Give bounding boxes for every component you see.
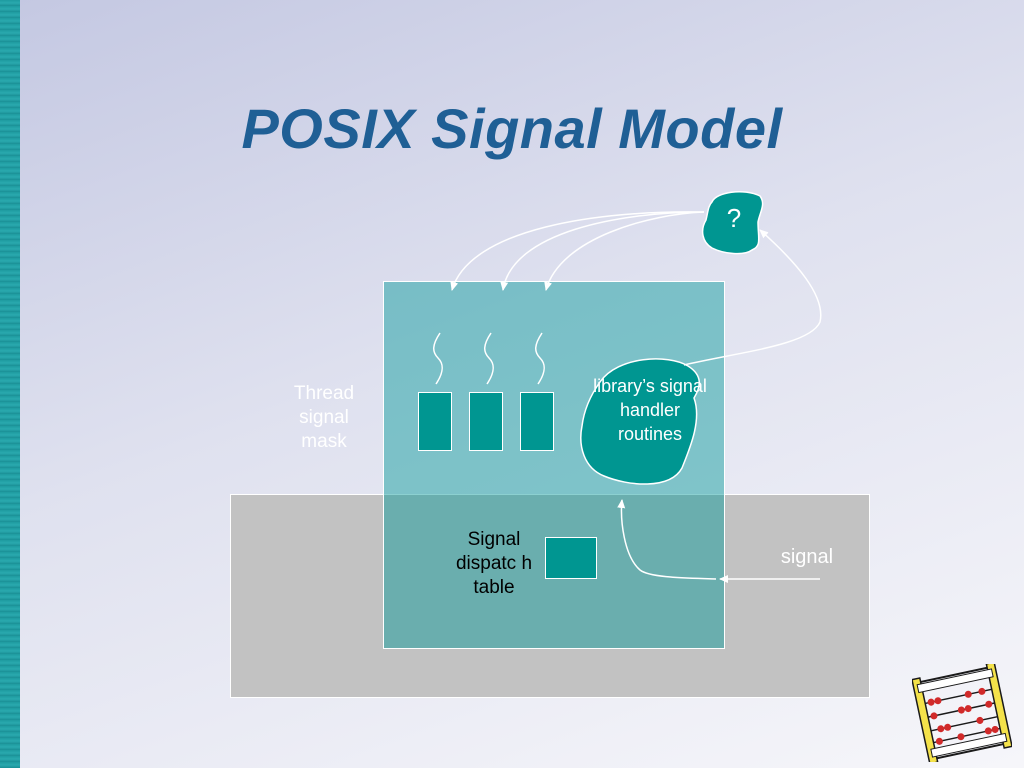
abacus-icon — [912, 664, 1012, 762]
unknown-destination-blob — [701, 190, 764, 255]
library-handler-blob — [580, 358, 700, 485]
library-handler-label: library’s signal handler routines — [593, 376, 707, 444]
arrow-signal-to-handler — [617, 499, 717, 580]
signal-dispatch-table-label: Signal dispatc h table — [455, 529, 533, 598]
thread-block-2 — [469, 392, 503, 451]
arrow-to-thread-3 — [544, 211, 705, 291]
kernel-region — [230, 494, 870, 698]
arrow-handler-to-unknown — [683, 229, 822, 366]
arrow-to-thread-2 — [500, 211, 705, 291]
signal-label: signal — [780, 546, 834, 568]
thread-block-1 — [418, 392, 452, 451]
thread-squiggle-3 — [535, 332, 545, 385]
unknown-destination-label: ? — [726, 203, 742, 233]
thread-block-3 — [520, 392, 554, 451]
arrow-to-thread-1 — [450, 211, 705, 291]
thread-signal-mask-label: Thread signal mask — [293, 383, 355, 452]
dispatch-table-block — [545, 537, 597, 579]
thread-squiggle-1 — [433, 332, 443, 385]
thread-squiggle-2 — [484, 332, 494, 385]
slide-title: POSIX Signal Model — [241, 97, 783, 160]
left-decorative-stripe — [0, 0, 20, 768]
